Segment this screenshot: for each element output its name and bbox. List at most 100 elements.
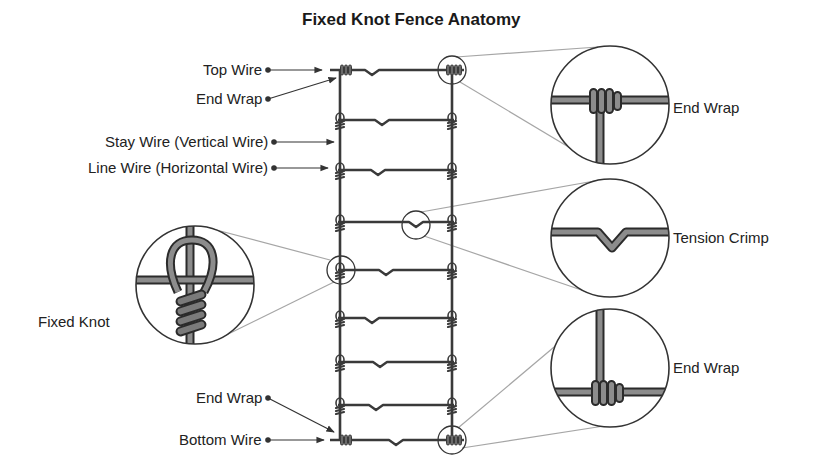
knot-loop: [448, 311, 456, 321]
wrap-coil: [455, 65, 458, 75]
part-label: End Wrap: [673, 99, 739, 117]
knot-loop: [336, 113, 344, 123]
knot-coil: [336, 319, 344, 321]
knot-coil: [448, 277, 456, 279]
knot-coil: [448, 177, 456, 179]
coil: [614, 92, 621, 110]
knot-coil: [448, 121, 456, 123]
callout-circle: [551, 46, 669, 164]
callout-ground: [540, 175, 680, 305]
fixed-knot: [336, 163, 344, 179]
knot-coil: [336, 412, 344, 414]
line-wire: [338, 270, 454, 275]
knot-loop: [170, 240, 213, 292]
part-label: Line Wire (Horizontal Wire): [88, 159, 268, 177]
knot-coil: [448, 409, 456, 411]
wrap-coil: [459, 435, 462, 445]
wrap-coil: [451, 65, 454, 75]
knot-coil: [336, 229, 344, 231]
knot-coil: [448, 406, 456, 408]
line-wire: [338, 120, 454, 125]
fixed-knot: [336, 215, 344, 231]
wrap-coil: [447, 65, 450, 75]
part-label: Bottom Wire: [179, 431, 262, 449]
small-callout-circles: [327, 56, 466, 454]
stay-wire: [598, 300, 603, 392]
knot-coil: [336, 274, 344, 276]
knot-coil: [336, 406, 344, 408]
callout-circle: [551, 179, 669, 297]
part-label: End Wrap: [196, 90, 262, 108]
knot-coil: [448, 229, 456, 231]
knot-coil: [336, 177, 344, 179]
fixed-knot: [448, 263, 456, 279]
knot-coil: [448, 127, 456, 129]
coil: [592, 381, 599, 405]
knot-coil: [336, 277, 344, 279]
line-wire: [338, 405, 454, 410]
leader-arrow: [274, 141, 334, 142]
knot-coil: [448, 223, 456, 225]
wrap-coil: [455, 435, 458, 445]
part-label: Tension Crimp: [673, 229, 769, 247]
callout-ground: [540, 40, 680, 170]
coil: [616, 384, 623, 402]
wrap-coil: [345, 65, 348, 75]
fixed-knot: [336, 311, 344, 327]
knot-loop: [448, 113, 456, 123]
coil: [608, 381, 615, 405]
fixed-knot: [448, 163, 456, 179]
knot-coil: [336, 325, 344, 327]
callout-ground: [540, 305, 680, 435]
knot-coil: [448, 171, 456, 173]
line-wire: [130, 278, 260, 283]
coil: [600, 381, 607, 405]
crimped-wire: [545, 232, 675, 248]
knot-coil: [448, 174, 456, 176]
knot-coil: [448, 319, 456, 321]
fixed-knot: [336, 355, 344, 371]
fixed-knot-detail: [130, 220, 260, 350]
part-label: Fixed Knot: [38, 313, 110, 331]
callout-ground: [130, 220, 260, 350]
knot-coil: [336, 127, 344, 129]
knot-coil: [448, 274, 456, 276]
knot-coil: [336, 322, 344, 324]
knot-coil: [336, 409, 344, 411]
knot-loop: [336, 398, 344, 408]
coil: [606, 89, 613, 113]
knot-loop: [448, 355, 456, 365]
knot-coil: [448, 124, 456, 126]
knot-loop: [336, 311, 344, 321]
knot-coil: [448, 366, 456, 368]
fixed-knot: [448, 355, 456, 371]
knot-coil: [336, 174, 344, 176]
crimped-wire: [545, 232, 675, 248]
knot-coil: [448, 325, 456, 327]
fixed-knot: [448, 215, 456, 231]
wrap-coil: [447, 435, 450, 445]
knot-coil: [336, 124, 344, 126]
knot-coil: [336, 226, 344, 228]
end-wrap-detail: [540, 40, 680, 175]
callout-line: [462, 426, 604, 448]
line-wire: [338, 222, 454, 227]
part-label: End Wrap: [673, 359, 739, 377]
knot-loop: [448, 398, 456, 408]
line-wire: [338, 362, 454, 367]
part-label: Top Wire: [203, 61, 262, 79]
knot-coil: [448, 271, 456, 273]
wrap-coil: [459, 65, 462, 75]
coil: [590, 89, 597, 113]
fixed-knot: [336, 398, 344, 414]
wrap-coil: [341, 435, 344, 445]
fixed-knot: [448, 398, 456, 414]
wrap-coils: [590, 89, 621, 113]
leader-arrow: [268, 69, 322, 70]
coil: [175, 320, 206, 337]
leader-arrow: [268, 439, 324, 440]
knot-loop: [336, 215, 344, 225]
wrap-coil: [451, 435, 454, 445]
knot-coil: [336, 121, 344, 123]
